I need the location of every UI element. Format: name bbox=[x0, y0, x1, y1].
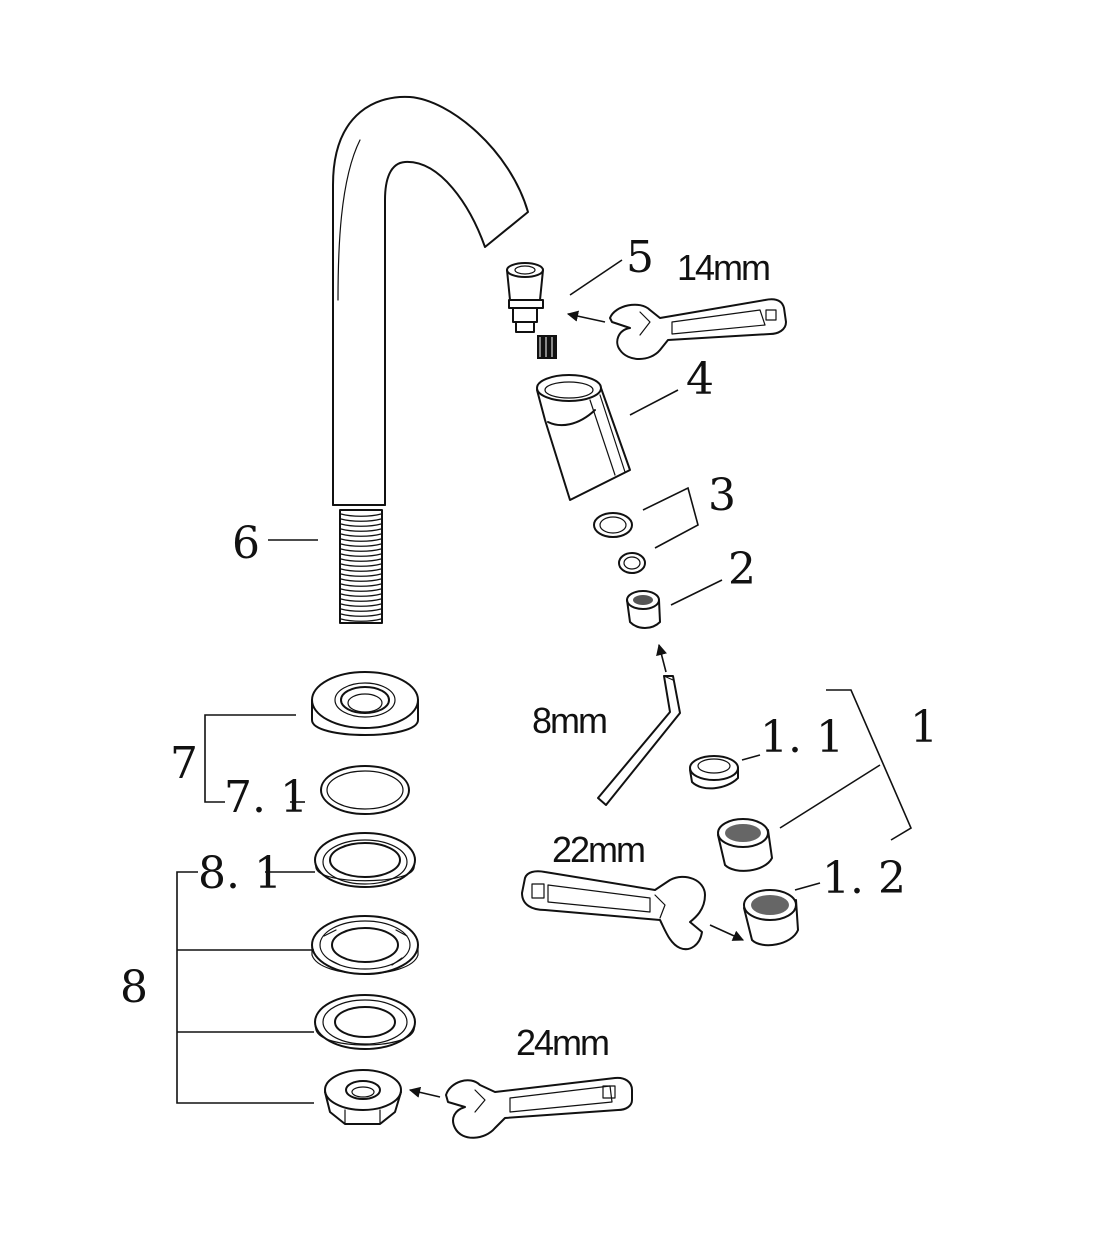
part-labels: 6 5 4 3 2 1 1. 1 1. 2 7 7. 1 8. 1 8 bbox=[120, 232, 938, 1013]
cartridge-part-5 bbox=[506, 262, 557, 359]
thread-line bbox=[340, 543, 382, 547]
label-part-8: 8 bbox=[120, 962, 148, 1013]
wrench-size-24mm: 24mm bbox=[516, 1022, 608, 1063]
hex-key-8mm bbox=[597, 643, 681, 806]
label-part-1: 1 bbox=[910, 702, 938, 753]
thread-line bbox=[340, 588, 382, 592]
aerator-housing-part-1-2 bbox=[743, 889, 799, 947]
thread-line bbox=[340, 553, 382, 557]
label-part-8-1: 8. 1 bbox=[198, 848, 282, 899]
label-part-2: 2 bbox=[728, 544, 756, 595]
thread-line bbox=[340, 603, 382, 607]
base-ring-part-7 bbox=[311, 671, 419, 736]
wrench-size-8mm: 8mm bbox=[532, 700, 606, 741]
label-part-7: 7 bbox=[170, 738, 198, 789]
label-part-6: 6 bbox=[232, 518, 260, 569]
o-rings-part-3 bbox=[593, 512, 646, 574]
thread-line bbox=[340, 583, 382, 587]
thread-line bbox=[340, 538, 382, 542]
wrench-22mm bbox=[521, 870, 745, 951]
gasket-part-7-1 bbox=[320, 765, 410, 815]
aerator-ring-part-1-1 bbox=[689, 755, 739, 790]
thread-line bbox=[340, 548, 382, 552]
handle-part-4 bbox=[536, 374, 631, 501]
washer-part-8-1 bbox=[314, 832, 416, 888]
wrench-14mm bbox=[566, 298, 787, 360]
thread-line bbox=[340, 613, 382, 617]
label-part-7-1: 7. 1 bbox=[224, 772, 308, 823]
label-part-5: 5 bbox=[626, 232, 654, 283]
spout-part-6 bbox=[332, 95, 529, 624]
insert-part-2 bbox=[626, 590, 661, 629]
nut bbox=[324, 1069, 402, 1125]
wrench-size-labels: 14mm 8mm 22mm 24mm bbox=[516, 247, 771, 1063]
thread-line bbox=[340, 558, 382, 562]
thread-line bbox=[340, 528, 382, 532]
thread-line bbox=[340, 608, 382, 612]
label-part-1-2: 1. 2 bbox=[822, 853, 906, 904]
label-part-4: 4 bbox=[686, 354, 714, 405]
aerator-part-1 bbox=[717, 818, 773, 872]
label-part-3: 3 bbox=[708, 470, 736, 521]
thread-line bbox=[340, 523, 382, 527]
label-part-1-1: 1. 1 bbox=[760, 712, 844, 763]
wrench-size-22mm: 22mm bbox=[552, 829, 644, 870]
thread-line bbox=[340, 533, 382, 537]
washer-part-8-lower bbox=[314, 994, 416, 1050]
thread-line bbox=[340, 618, 382, 622]
thread-line bbox=[340, 568, 382, 572]
wrench-24mm bbox=[408, 1076, 633, 1139]
thread-line bbox=[340, 518, 382, 522]
thread-line bbox=[340, 598, 382, 602]
spout-thread bbox=[339, 509, 383, 624]
thread-line bbox=[340, 563, 382, 567]
leader-lines bbox=[176, 259, 913, 1104]
slotted-washer bbox=[311, 915, 419, 975]
thread-line bbox=[340, 573, 382, 577]
thread-line bbox=[340, 578, 382, 582]
wrench-size-14mm: 14mm bbox=[677, 247, 769, 288]
thread-line bbox=[340, 593, 382, 597]
thread-line bbox=[340, 513, 382, 517]
